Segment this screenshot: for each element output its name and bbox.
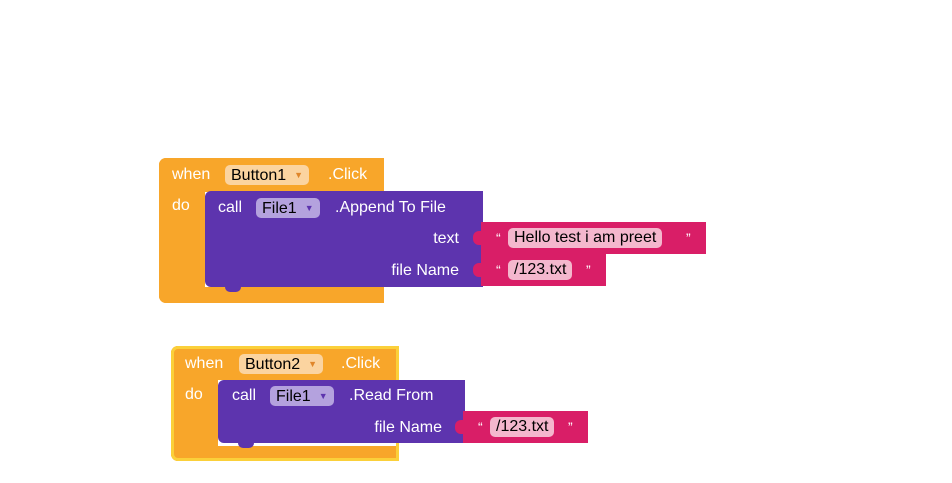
method-name: .Append To File — [335, 199, 446, 216]
event-name: .Click — [328, 166, 368, 183]
event-left-arm — [159, 158, 205, 303]
string-value: Hello test i am preet — [514, 229, 657, 246]
chevron-down-icon: ▼ — [294, 170, 304, 180]
component-dropdown-label: Button1 — [231, 167, 287, 184]
output-connector — [473, 263, 481, 277]
text-block-filename-1[interactable]: “ /123.txt ” — [473, 254, 606, 286]
method-name: .Read From — [349, 387, 434, 404]
open-quote: “ — [496, 262, 501, 278]
chevron-down-icon: ▼ — [304, 203, 314, 213]
event-bottom-bar — [159, 287, 384, 303]
close-quote: ” — [568, 419, 573, 435]
text-block-hello[interactable]: “ Hello test i am preet ” — [473, 222, 706, 254]
close-quote: ” — [686, 230, 691, 246]
call-block-read-from[interactable]: call File1 ▼ .Read From file Name — [218, 380, 465, 448]
target-dropdown-label: File1 — [262, 200, 297, 217]
component-dropdown[interactable]: Button1 ▼ — [225, 165, 310, 185]
do-keyword: do — [185, 386, 203, 403]
target-dropdown-label: File1 — [276, 388, 311, 405]
open-quote: “ — [496, 230, 501, 246]
event-name: .Click — [341, 355, 381, 372]
do-keyword: do — [172, 197, 190, 214]
component-dropdown[interactable]: Button2 ▼ — [239, 354, 324, 374]
string-value: /123.txt — [514, 261, 567, 278]
string-value: /123.txt — [496, 418, 549, 435]
string-field[interactable]: /123.txt — [508, 260, 573, 280]
call-keyword: call — [232, 387, 257, 404]
close-quote: ” — [586, 262, 591, 278]
component-dropdown-label: Button2 — [245, 356, 301, 373]
event-block-button1-click[interactable]: when Button1 ▼ .Click do — [159, 158, 384, 303]
target-dropdown[interactable]: File1 ▼ — [256, 198, 320, 218]
call-block-body — [218, 380, 465, 443]
param-label-file-name: file Name — [374, 419, 442, 436]
chevron-down-icon: ▼ — [308, 359, 318, 369]
event-left-arm — [171, 346, 218, 461]
call-block-body — [205, 191, 483, 287]
chevron-down-icon: ▼ — [318, 391, 328, 401]
output-connector — [455, 420, 463, 434]
param-label-file-name: file Name — [391, 262, 459, 279]
string-field[interactable]: /123.txt — [490, 417, 555, 437]
open-quote: “ — [478, 419, 483, 435]
output-connector — [473, 231, 481, 245]
event-block-button2-click[interactable]: when Button2 ▼ .Click do — [171, 346, 399, 461]
string-field[interactable]: Hello test i am preet — [508, 228, 663, 248]
when-keyword: when — [185, 355, 224, 372]
when-keyword: when — [172, 166, 211, 183]
call-keyword: call — [218, 199, 243, 216]
target-dropdown[interactable]: File1 ▼ — [270, 386, 334, 406]
next-connector — [238, 443, 254, 448]
call-block-append-to-file[interactable]: call File1 ▼ .Append To File text file Na… — [205, 191, 483, 292]
event-bottom-bar — [171, 446, 399, 461]
next-connector — [225, 287, 241, 292]
text-block-filename-2[interactable]: “ /123.txt ” — [455, 411, 588, 443]
param-label-text: text — [433, 230, 459, 247]
